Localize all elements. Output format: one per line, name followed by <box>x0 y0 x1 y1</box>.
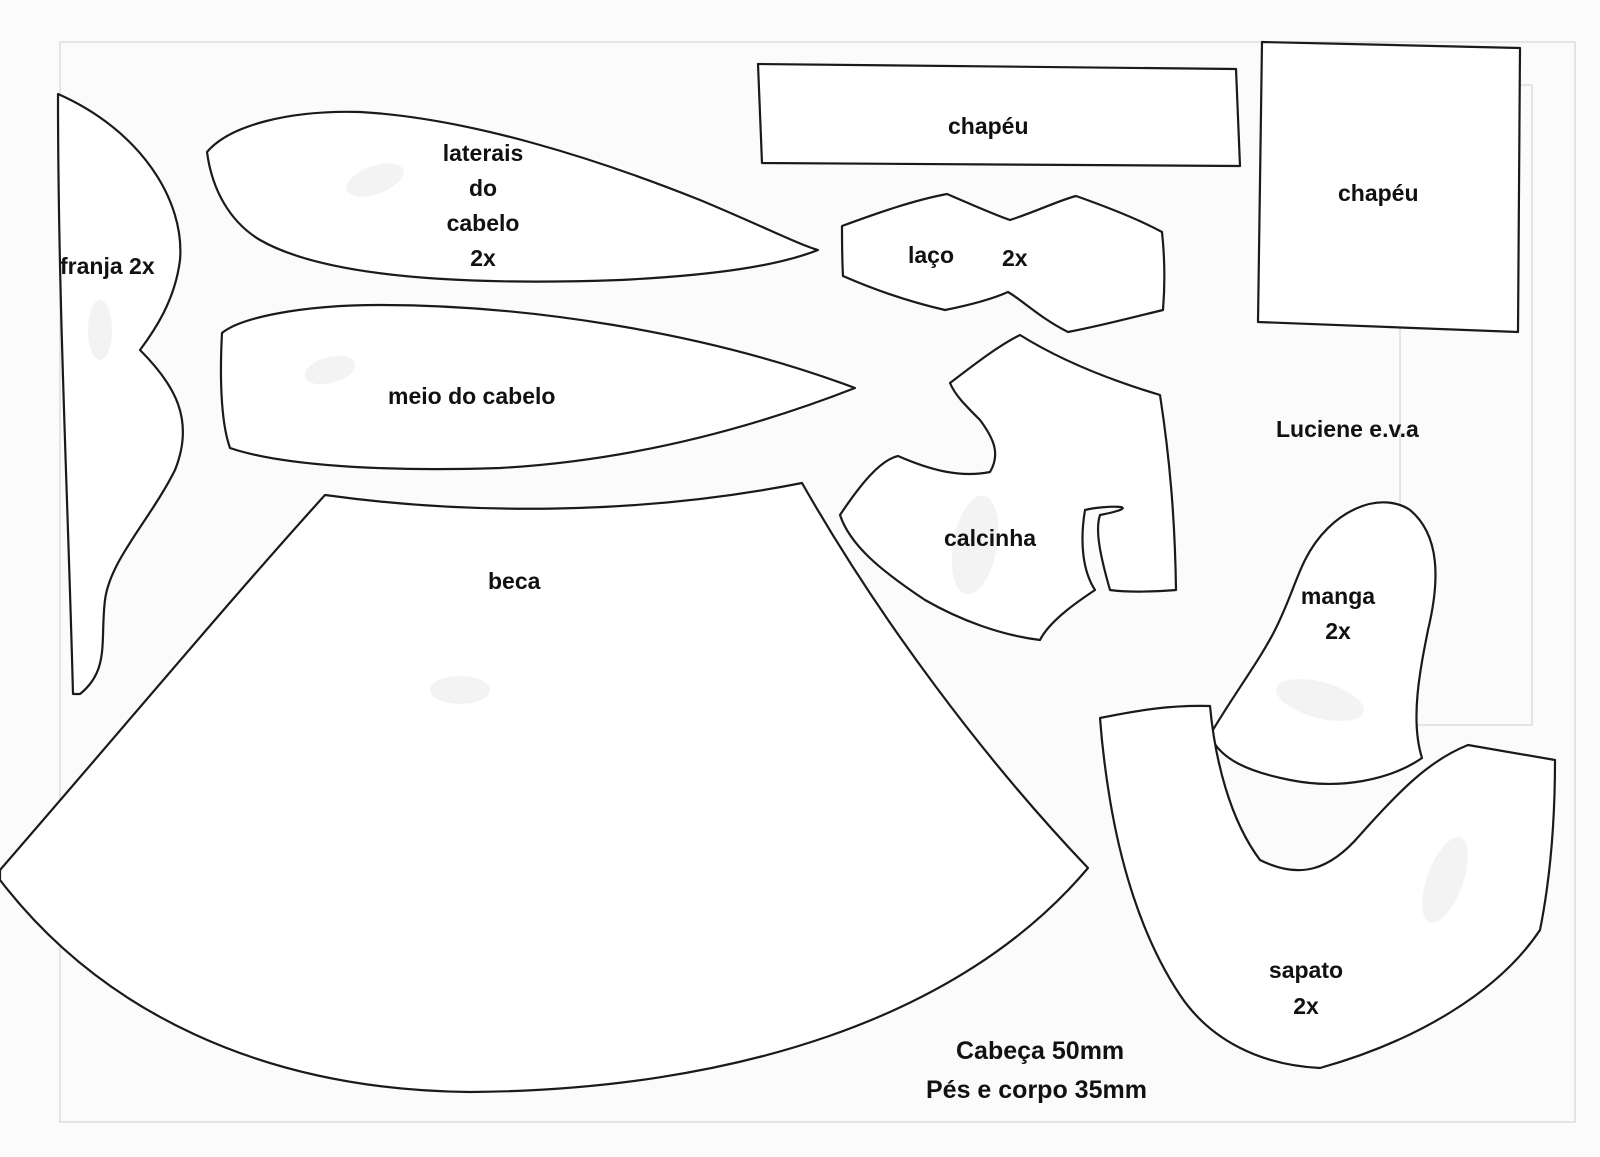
piece-beca <box>0 481 1090 1094</box>
paint-smudges <box>88 163 1468 923</box>
note-head-size: Cabeça 50mm <box>956 1037 1125 1065</box>
piece-franja <box>56 92 184 696</box>
label-chapeu-band: chapéu <box>948 113 1029 139</box>
label-laterais-line-1: laterais <box>442 140 524 166</box>
piece-calcinha <box>838 333 1178 642</box>
piece-chapeu-square <box>1256 40 1522 334</box>
label-laco: laço <box>908 242 955 268</box>
piece-sapato <box>1098 704 1557 1070</box>
label-beca: beca <box>488 568 541 594</box>
label-meio-do-cabelo: meio do cabelo <box>388 383 556 409</box>
piece-laterais-do-cabelo <box>205 110 820 283</box>
label-laterais-line-2: do <box>468 175 498 201</box>
label-manga-line-1: manga <box>1300 583 1376 609</box>
piece-laco <box>840 192 1166 334</box>
note-body-size: Pés e corpo 35mm <box>926 1076 1147 1104</box>
label-chapeu-square: chapéu <box>1338 180 1419 206</box>
label-franja: franja 2x <box>60 253 155 279</box>
label-laterais-line-3: cabelo <box>446 210 520 236</box>
piece-chapeu-band <box>756 62 1242 168</box>
piece-manga <box>1208 501 1437 785</box>
label-sapato-line-1: sapato <box>1268 957 1344 983</box>
label-sapato-line-2: 2x <box>1293 993 1319 1019</box>
label-manga-line-2: 2x <box>1325 618 1351 644</box>
piece-meio-do-cabelo <box>219 303 857 471</box>
label-laco-count: 2x <box>1002 245 1028 271</box>
label-calcinha: calcinha <box>944 525 1037 551</box>
label-laterais-line-4: 2x <box>470 245 496 271</box>
signature: Luciene e.v.a <box>1276 416 1419 442</box>
